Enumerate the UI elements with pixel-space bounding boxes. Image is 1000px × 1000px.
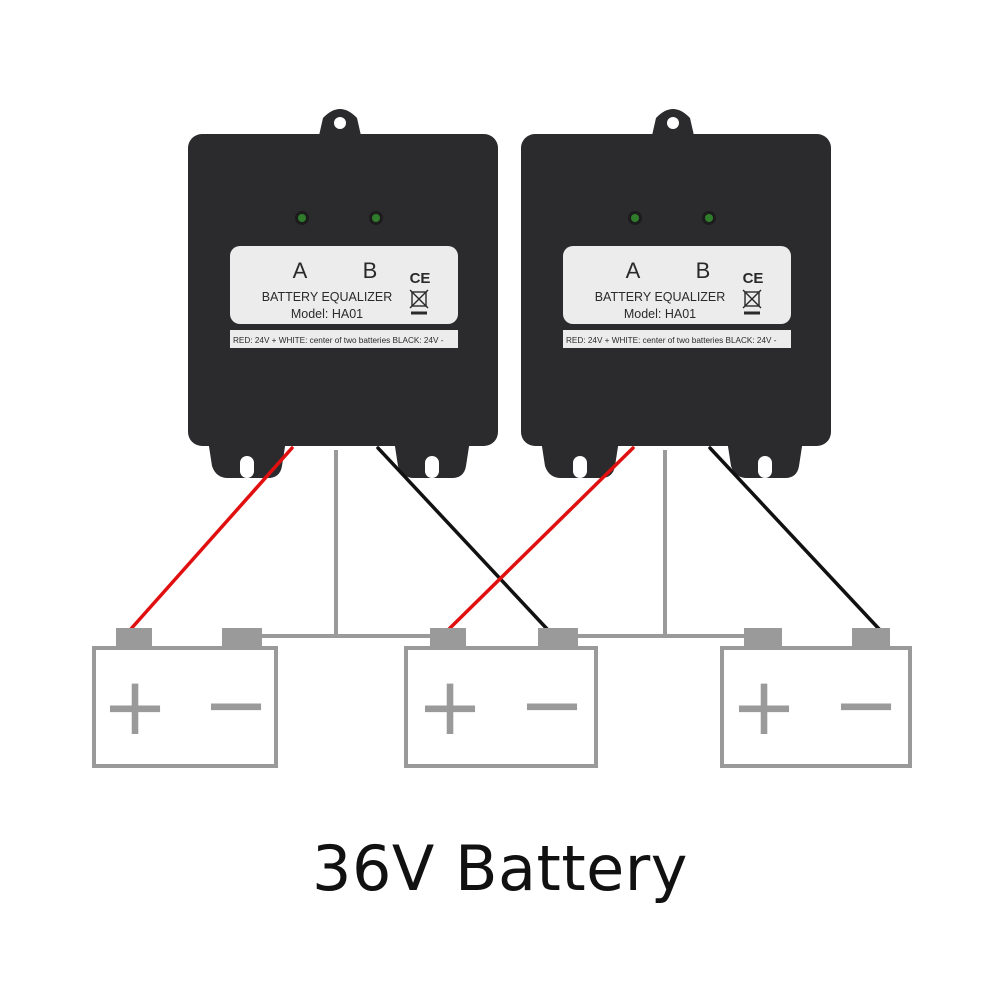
mounting-slot	[240, 456, 254, 478]
power-wires	[128, 446, 882, 632]
wiring-note: RED: 24V + WHITE: center of two batterie…	[566, 336, 777, 345]
channel-a-label: A	[293, 258, 308, 283]
mounting-slot	[425, 456, 439, 478]
mounting-hole	[334, 117, 346, 129]
mounting-hole	[667, 117, 679, 129]
battery-body	[404, 646, 598, 768]
device-model: Model: HA01	[291, 307, 363, 321]
led-b-indicator-glow	[705, 214, 713, 222]
wiring-note-strip	[230, 330, 458, 348]
battery-terminal-negative	[852, 628, 890, 646]
black-wire-1	[376, 446, 550, 632]
battery-body	[92, 646, 278, 768]
wiring-note: RED: 24V + WHITE: center of two batterie…	[233, 336, 444, 345]
battery-2: + −	[404, 628, 598, 768]
red-wire-2	[446, 446, 635, 632]
plus-icon: +	[416, 660, 483, 753]
channel-a-label: A	[626, 258, 641, 283]
minus-icon: −	[518, 658, 585, 751]
battery-terminal-positive	[116, 628, 152, 646]
led-b-indicator-glow	[372, 214, 380, 222]
mounting-slot	[573, 456, 587, 478]
battery-3: + −	[720, 628, 912, 768]
led-a-indicator-glow	[631, 214, 639, 222]
battery-1: + −	[92, 628, 278, 768]
battery-terminal-positive	[744, 628, 782, 646]
label-panel	[230, 246, 458, 324]
battery-terminal-positive	[430, 628, 466, 646]
red-wire-1	[128, 446, 294, 632]
channel-b-label: B	[696, 258, 711, 283]
white-wires	[240, 450, 765, 638]
minus-icon: −	[202, 658, 269, 751]
mounting-slot	[758, 456, 772, 478]
ce-mark: CE	[410, 270, 431, 287]
device-model: Model: HA01	[624, 307, 696, 321]
link-bus-2	[555, 632, 765, 638]
battery-body	[720, 646, 912, 768]
equalizer-unit-2: A B CE BATTERY EQUALIZER Model: HA01 RED…	[521, 109, 831, 478]
weee-bin-icon	[409, 289, 429, 315]
weee-bin-icon	[742, 289, 762, 315]
equalizer-unit-1: A B CE BATTERY EQUALIZER Model: HA01 RED…	[188, 109, 498, 478]
device-title: BATTERY EQUALIZER	[595, 290, 726, 304]
black-wire-2	[708, 446, 882, 632]
minus-icon: −	[832, 658, 899, 751]
plus-icon: +	[101, 660, 168, 753]
device-title: BATTERY EQUALIZER	[262, 290, 393, 304]
led-a-indicator-glow	[298, 214, 306, 222]
ce-mark: CE	[743, 270, 764, 287]
plus-icon: +	[730, 660, 797, 753]
battery-terminal-negative	[222, 628, 262, 646]
diagram-caption: 36V Battery	[312, 832, 688, 905]
wiring-note-strip	[563, 330, 791, 348]
link-bus-1	[240, 632, 454, 638]
battery-terminal-negative	[538, 628, 578, 646]
label-panel	[563, 246, 791, 324]
channel-b-label: B	[363, 258, 378, 283]
